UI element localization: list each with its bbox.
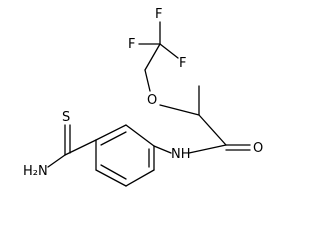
bond-carbonyl-c-n bbox=[188, 144, 227, 154]
atom-label-f-top: F bbox=[155, 7, 162, 22]
ether-linkage bbox=[144, 69, 200, 116]
ring-bond-4 bbox=[95, 169, 127, 187]
bond-n-ring bbox=[153, 145, 172, 154]
atom-label-f-left: F bbox=[128, 37, 135, 52]
atom-label-s: S bbox=[62, 110, 70, 125]
ring-bond-2 bbox=[95, 124, 127, 141]
propanamide-core bbox=[188, 85, 251, 154]
atom-label-nh2: H₂N bbox=[23, 164, 48, 179]
thioamide-group bbox=[47, 124, 97, 168]
bond-cf3-f-right bbox=[159, 43, 179, 59]
ring-inner-bond-b bbox=[100, 164, 127, 180]
structure-diagram: F F F O O NH S H₂N bbox=[23, 7, 263, 187]
bond-cf3-ch2 bbox=[144, 43, 161, 71]
bond-ch2-o bbox=[144, 69, 151, 92]
ring-bond-1 bbox=[125, 124, 155, 147]
atom-label-o-ether: O bbox=[147, 93, 157, 108]
bond-o-ch bbox=[159, 104, 200, 116]
ring-bond-5 bbox=[125, 169, 155, 187]
bond-thiocarbonyl-c-nh2 bbox=[47, 154, 66, 168]
benzene-ring bbox=[95, 124, 155, 187]
trifluoromethyl-group bbox=[138, 21, 179, 71]
bond-ch-carbonyl-c bbox=[198, 114, 227, 146]
atom-label-nh: NH bbox=[171, 147, 191, 162]
molecule-drawing: F F F O O NH S H₂N bbox=[23, 7, 263, 187]
ring-inner-bond-a bbox=[100, 131, 127, 146]
atom-label-o-carbonyl: O bbox=[253, 141, 263, 156]
atom-label-f-right: F bbox=[179, 56, 186, 71]
